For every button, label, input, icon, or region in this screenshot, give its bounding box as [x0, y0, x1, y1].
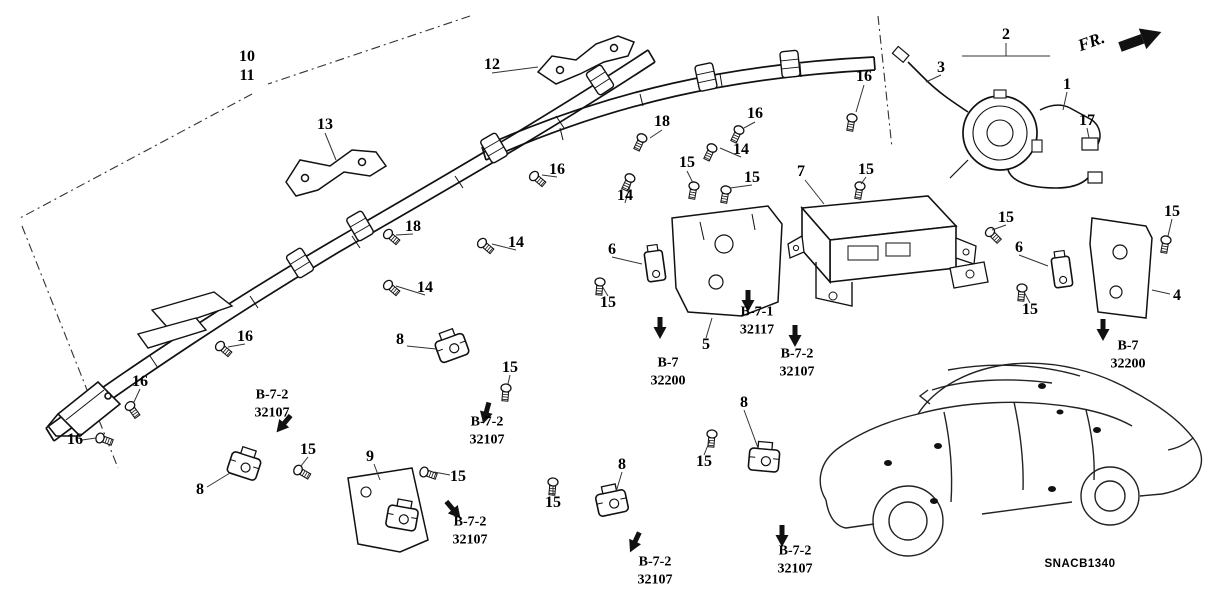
reference-boundary-lines: [19, 15, 893, 469]
roof-bracket-12: [536, 35, 635, 85]
curtain-airbag-rail: [45, 49, 876, 442]
front-impact-sensor-right: [1049, 249, 1074, 289]
car-outline: [819, 362, 1203, 557]
sensor-bracket-4: [1089, 217, 1153, 319]
spiral-cable-reel: [891, 45, 1103, 189]
fr-arrow-icon: [1118, 28, 1162, 52]
front-impact-sensor-left: [642, 243, 667, 283]
sensor-location-dots: [884, 383, 1101, 504]
srs-control-unit: [787, 195, 989, 307]
diagram-code: SNACB1340: [1044, 558, 1116, 570]
side-impact-sensors: [225, 325, 782, 518]
roof-bracket-13: [285, 149, 388, 197]
pillar-brackets: [136, 291, 234, 349]
inflator-end: [46, 380, 122, 438]
sensor-bracket-5: [671, 205, 783, 317]
sensor-bracket-9: [347, 467, 429, 553]
leader-lines: [81, 43, 1173, 496]
